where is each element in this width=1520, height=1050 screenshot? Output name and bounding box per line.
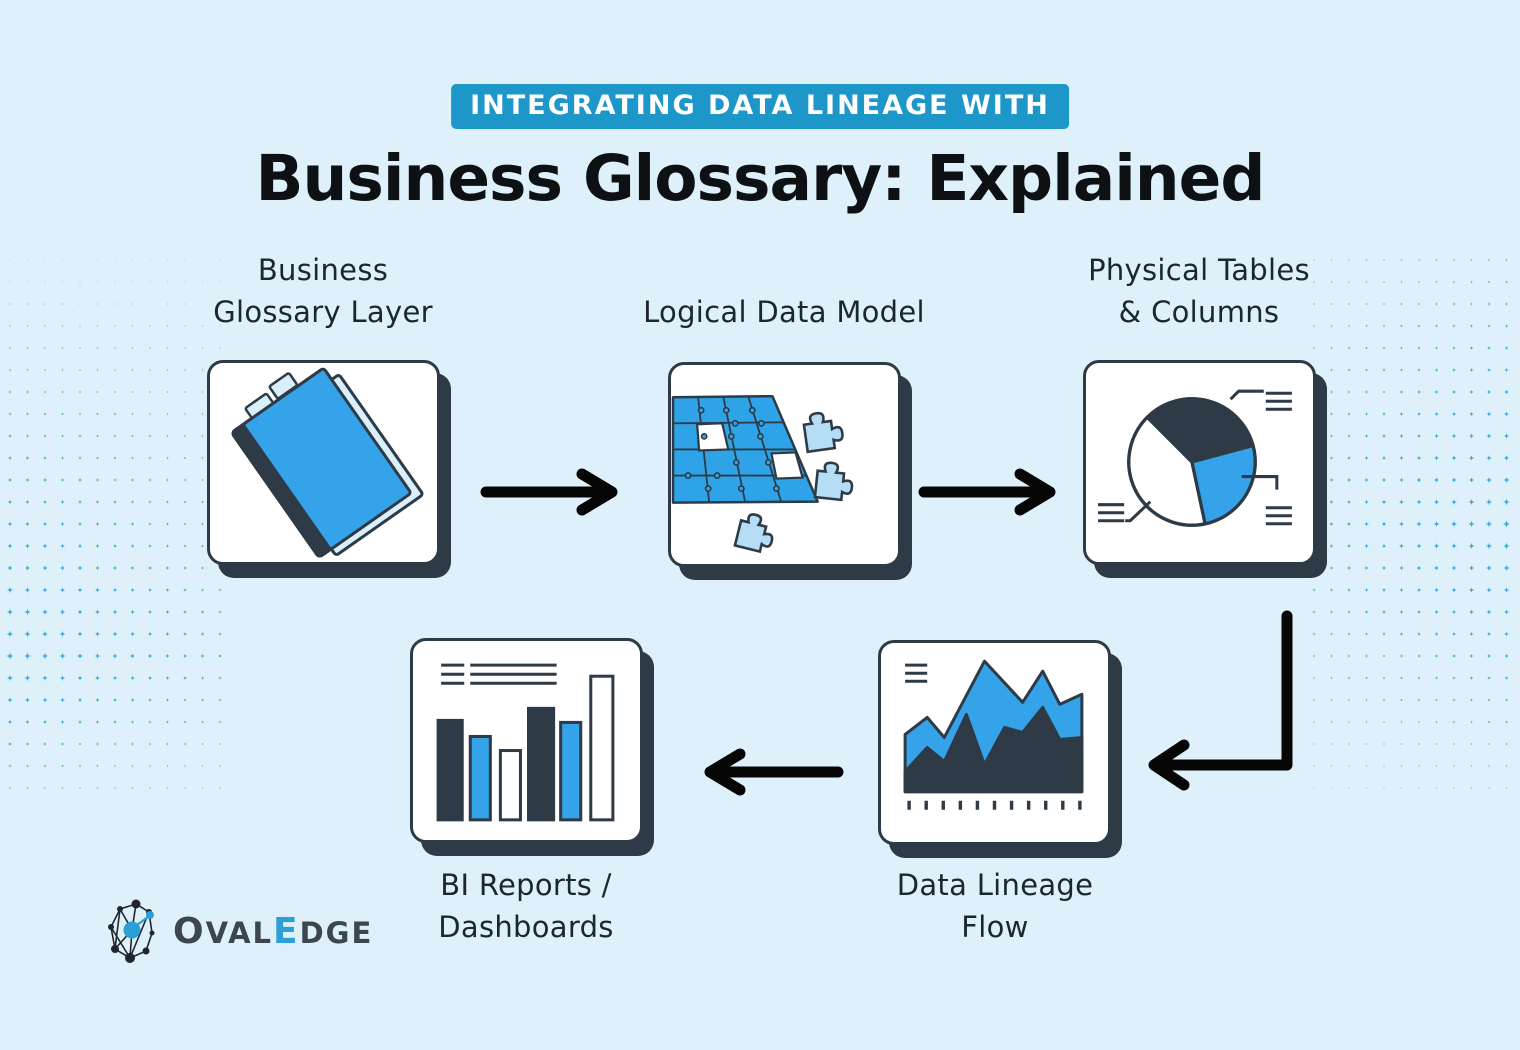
header-banner: INTEGRATING DATA LINEAGE WITH <box>451 84 1069 129</box>
label-line: Glossary Layer <box>213 295 433 329</box>
area-chart-icon <box>903 659 1084 810</box>
logo-letter: O <box>173 910 206 952</box>
label-line: Data Lineage <box>896 868 1094 902</box>
logo-letters: DGE <box>299 915 374 950</box>
label-line: Logical Data Model <box>643 295 925 329</box>
card-business-glossary-layer <box>207 360 440 565</box>
logo-letters: VAL <box>205 915 274 950</box>
arrow-elbow-down-left-icon <box>1148 610 1293 791</box>
card-logical-data-model <box>668 362 901 567</box>
card-data-lineage-flow <box>878 640 1111 845</box>
card-physical-tables-columns <box>1083 360 1316 565</box>
page-title: Business Glossary: Explained <box>255 142 1266 215</box>
step-label-data-lineage-flow: Data Lineage Flow <box>825 864 1165 948</box>
arrow-right-icon-2 <box>918 468 1056 516</box>
label-line: BI Reports / <box>440 868 612 902</box>
step-label-business-glossary-layer: Business Glossary Layer <box>153 249 493 333</box>
label-line: Dashboards <box>438 910 614 944</box>
star-pattern-right <box>1311 258 1511 789</box>
step-label-logical-data-model: Logical Data Model <box>614 291 954 333</box>
pie-chart-icon <box>1098 389 1292 527</box>
bar-chart-icon <box>436 663 615 822</box>
step-label-physical-tables-columns: Physical Tables & Columns <box>1029 249 1369 333</box>
label-line: Flow <box>961 910 1029 944</box>
puzzle-icon <box>671 394 898 564</box>
step-label-bi-reports-dashboards: BI Reports / Dashboards <box>356 864 696 948</box>
arrow-left-icon <box>704 748 844 796</box>
card-bi-reports-dashboards <box>410 638 643 843</box>
ovaledge-logo-icon <box>108 899 155 963</box>
label-line: & Columns <box>1118 295 1280 329</box>
book-icon <box>231 367 424 558</box>
logo-accent-letter: E <box>273 910 300 952</box>
label-line: Physical Tables <box>1088 253 1310 287</box>
arrow-right-icon-1 <box>480 468 618 516</box>
star-pattern-left <box>6 259 223 790</box>
label-line: Business <box>257 253 389 287</box>
